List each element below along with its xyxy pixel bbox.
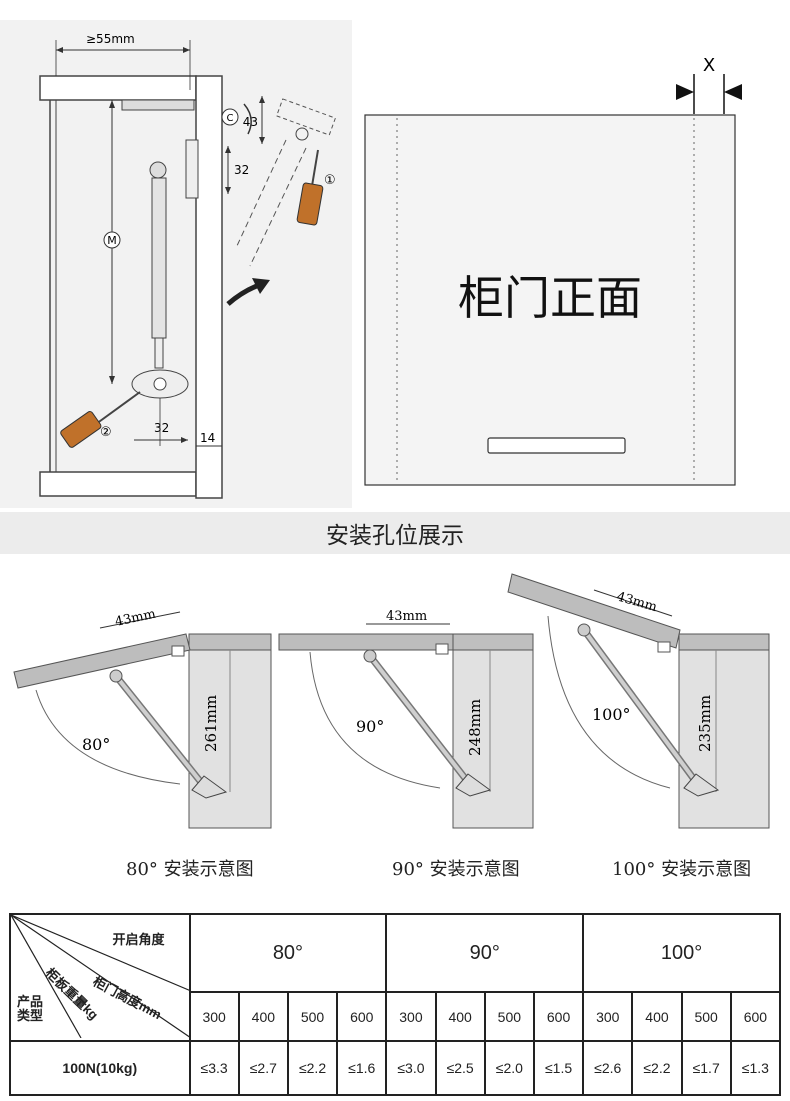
angle-header-90: 90° — [385, 913, 585, 993]
cabinet-top-plate — [39, 75, 197, 101]
table-corner-header: 开启角度 柜门高度mm 柜板重量kg 产品类型 — [9, 913, 191, 1042]
door-handle-slot — [487, 437, 626, 454]
mark-c: C — [227, 113, 234, 124]
gas-strut — [131, 161, 189, 399]
weight-cell: ≤2.2 — [286, 1040, 339, 1096]
section-title: 安装孔位展示 — [0, 512, 790, 554]
angle-header-100: 100° — [582, 913, 781, 993]
install-80-diagram — [13, 611, 272, 829]
install-90-height: 248mm — [466, 699, 484, 756]
header-opening-angle: 开启角度 — [112, 932, 165, 947]
height-cell: 400 — [434, 991, 486, 1042]
install-angle-diagrams: 43mm 261mm 80° 43mm 248mm 90° 43mm 235mm… — [13, 573, 770, 829]
weight-cell: ≤2.0 — [483, 1040, 535, 1096]
install-90-angle: 90° — [356, 717, 384, 736]
header-product-type: 产品类型 — [16, 994, 43, 1023]
install-80-caption: 80° 安装示意图 — [126, 859, 254, 880]
dim-43-label: 43 — [243, 115, 258, 129]
weight-cell: ≤2.6 — [582, 1040, 634, 1096]
install-90-diagram — [278, 623, 534, 829]
height-cell: 500 — [680, 991, 732, 1042]
height-cell: 300 — [385, 991, 437, 1042]
install-90-width: 43mm — [386, 609, 427, 624]
dim-32-top-label: 32 — [234, 163, 249, 177]
weight-cell: ≤1.5 — [532, 1040, 585, 1096]
height-cell: 500 — [286, 991, 339, 1042]
screwdriver-icon — [296, 149, 324, 226]
door-front-title: 柜门正面 — [458, 271, 642, 325]
step-1-label: ① — [324, 173, 336, 188]
height-cell: 300 — [188, 991, 240, 1042]
height-cell: 400 — [237, 991, 289, 1042]
dim-14-label: 14 — [200, 431, 215, 445]
install-100-height: 235mm — [696, 695, 714, 752]
spec-table: 开启角度 柜门高度mm 柜板重量kg 产品类型 80° 90° 100° 300… — [9, 913, 782, 1096]
weight-cell: ≤2.7 — [237, 1040, 289, 1096]
weight-cell: ≤2.2 — [631, 1040, 683, 1096]
cabinet-door — [195, 75, 223, 499]
angle-header-80: 80° — [188, 913, 388, 993]
dim-32-bottom-label: 32 — [154, 421, 169, 435]
product-type-cell: 100N(10kg) — [9, 1040, 191, 1096]
height-cell: 500 — [483, 991, 535, 1042]
install-90-caption: 90° 安装示意图 — [392, 859, 520, 880]
weight-cell: ≤1.7 — [680, 1040, 732, 1096]
install-80-height: 261mm — [202, 695, 220, 752]
install-80-width: 43mm — [114, 607, 157, 630]
door-front-panel — [364, 114, 736, 486]
height-cell: 400 — [631, 991, 683, 1042]
step-2-label: ② — [100, 425, 112, 440]
dim-m-label: M — [107, 234, 117, 247]
height-cell: 600 — [336, 991, 388, 1042]
height-cell: 300 — [582, 991, 634, 1042]
weight-cell: ≤1.6 — [336, 1040, 388, 1096]
dim-x-label: X — [703, 55, 715, 76]
weight-cell: ≤3.0 — [385, 1040, 437, 1096]
install-100-diagram — [507, 573, 770, 829]
dim-width-label: ≥55mm — [86, 32, 135, 46]
weight-cell: ≤3.3 — [188, 1040, 240, 1096]
install-100-angle: 100° — [592, 705, 631, 724]
cabinet-bottom-plate — [39, 471, 197, 497]
screwdriver-icon — [60, 391, 141, 448]
install-80-angle: 80° — [82, 735, 110, 754]
install-100-caption: 100° 安装示意图 — [612, 859, 752, 880]
height-cell: 600 — [532, 991, 585, 1042]
installation-drawing: ≥55mm M 43 32 C ① ② — [0, 20, 742, 508]
height-cell: 600 — [729, 991, 782, 1042]
weight-cell: ≤2.5 — [434, 1040, 486, 1096]
upper-bracket — [121, 99, 195, 111]
weight-cell: ≤1.3 — [729, 1040, 782, 1096]
